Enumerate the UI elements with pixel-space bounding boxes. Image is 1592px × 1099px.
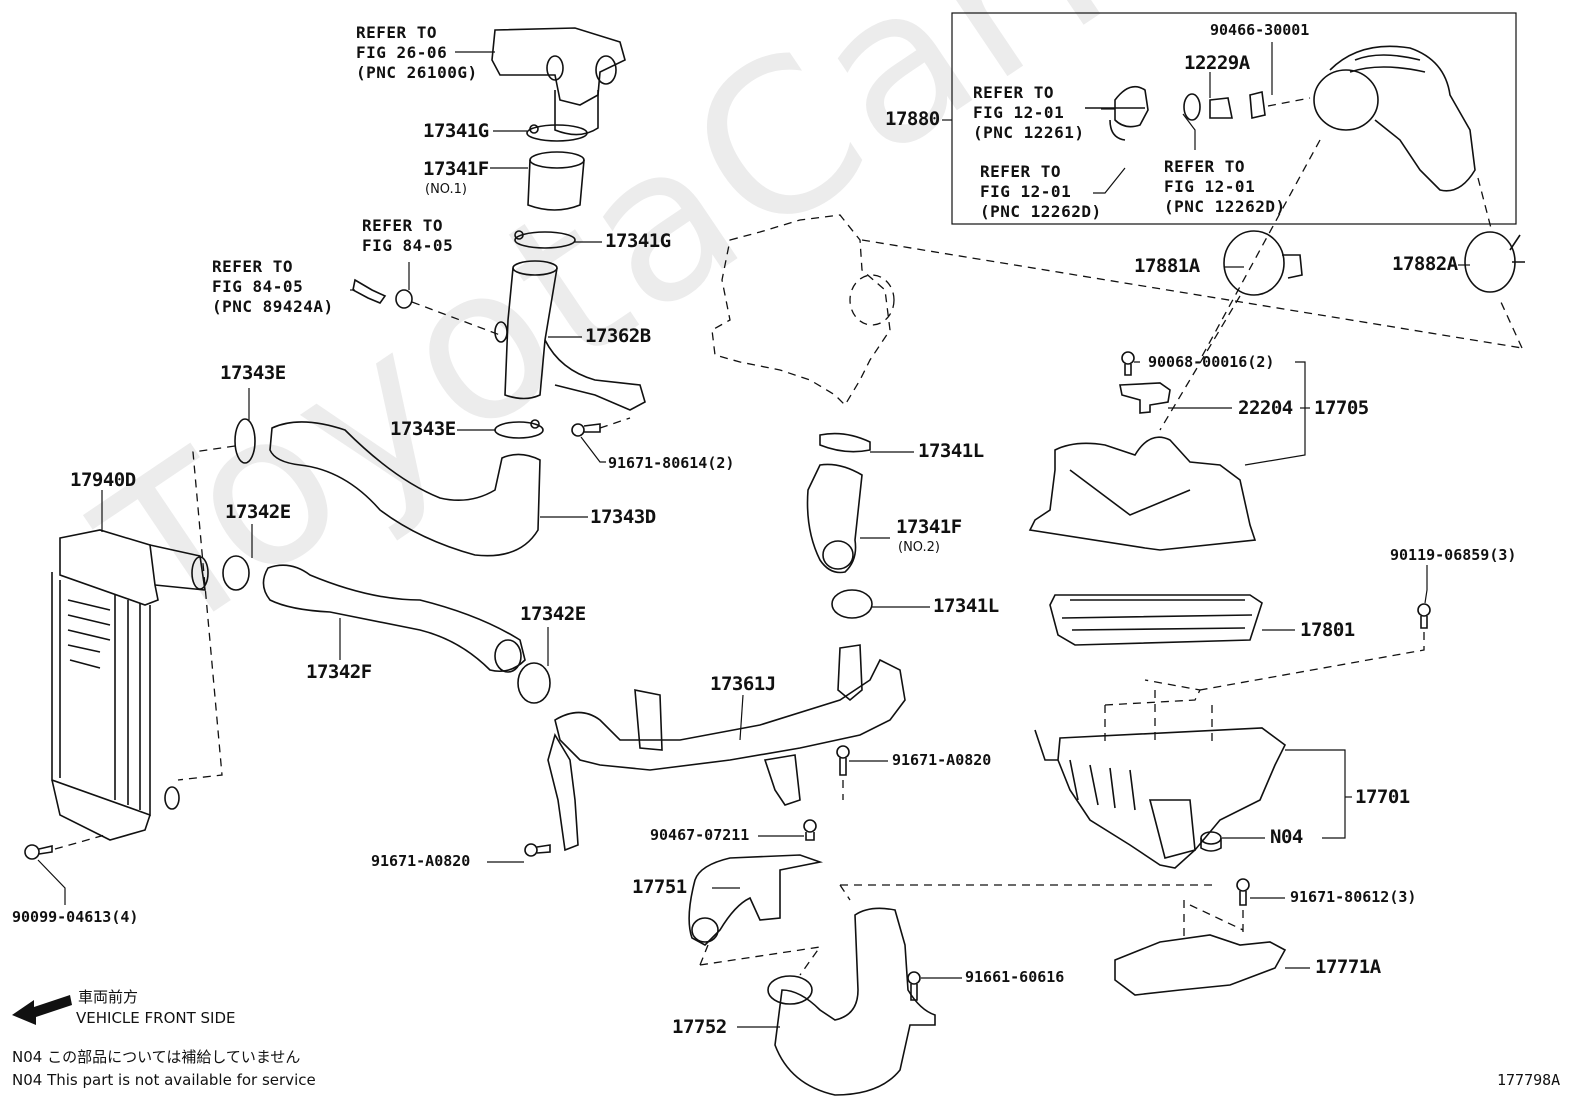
part-label-17751[interactable]: 17751: [632, 876, 687, 898]
intercooler-17940D: [51, 529, 209, 841]
clamp-17341L-top: [819, 432, 871, 453]
clamp-17342E-mid: [517, 662, 551, 704]
part-label-17705[interactable]: 17705: [1314, 397, 1369, 419]
bolt-91661-60616: [907, 971, 921, 1001]
part-label-12229A[interactable]: 12229A: [1184, 52, 1250, 74]
part-label-N04[interactable]: N04: [1270, 826, 1303, 848]
part-sublabel-no1: (NO.1): [425, 182, 467, 197]
turbocharger-outline: [711, 214, 1523, 407]
part-label-17341G-top[interactable]: 17341G: [423, 120, 489, 142]
clamp-17341L-bot: [831, 589, 873, 619]
group-box-17880: [951, 12, 1517, 225]
part-label-17341F-no1[interactable]: 17341F: [423, 158, 489, 180]
nut-90467-07211: [803, 819, 817, 841]
part-label-22204[interactable]: 22204: [1238, 397, 1293, 419]
part-label-17771A[interactable]: 17771A: [1315, 956, 1381, 978]
part-label-90099-04613[interactable]: 90099-04613(4): [12, 908, 139, 926]
part-label-17342E-mid[interactable]: 17342E: [520, 603, 586, 625]
vehicle-front-arrow: [12, 995, 72, 1025]
part-label-91671-A0820-left[interactable]: 91671-A0820: [371, 852, 471, 870]
part-label-17341L-top[interactable]: 17341L: [918, 440, 984, 462]
part-sublabel-no2: (NO.2): [898, 540, 940, 555]
clamp-17342E-left: [222, 555, 250, 591]
part-label-17880[interactable]: 17880: [885, 108, 940, 130]
reference-fig-84-05-sensor[interactable]: REFER TO FIG 84-05 (PNC 89424A): [212, 257, 334, 316]
part-label-90467-07211[interactable]: 90467-07211: [650, 826, 750, 844]
reference-fig-12-01-pnc-12262d-left[interactable]: REFER TO FIG 12-01 (PNC 12262D): [980, 162, 1102, 221]
duct-17751: [688, 854, 824, 946]
hose-17341F-no1: [527, 151, 585, 211]
airbox-case-17701: [1034, 679, 1287, 869]
part-label-17342E-left[interactable]: 17342E: [225, 501, 291, 523]
part-label-91671-80614[interactable]: 91671-80614(2): [608, 454, 735, 472]
note-n04-japanese: N04 この部品については補給していません: [12, 1048, 301, 1066]
reference-fig-12-01-pnc-12261[interactable]: REFER TO FIG 12-01 (PNC 12261): [973, 83, 1085, 142]
direction-label-japanese: 車両前方: [78, 988, 139, 1006]
pipe-17362B: [494, 260, 646, 411]
part-label-17362B[interactable]: 17362B: [585, 325, 651, 347]
direction-label-english: VEHICLE FRONT SIDE: [76, 1009, 236, 1027]
bolt-90099-04613: [24, 844, 53, 860]
part-label-17343D[interactable]: 17343D: [590, 506, 656, 528]
part-label-17361J[interactable]: 17361J: [710, 673, 776, 695]
bracket-17771A: [1114, 934, 1287, 996]
part-label-90068-00016[interactable]: 90068-00016(2): [1148, 353, 1275, 371]
part-label-90466-30001[interactable]: 90466-30001: [1210, 21, 1310, 39]
hose-17341F-no2: [806, 463, 863, 574]
part-label-17341L-bot[interactable]: 17341L: [933, 595, 999, 617]
part-label-17940D[interactable]: 17940D: [70, 469, 136, 491]
reference-fig-12-01-pnc-12262d-right[interactable]: REFER TO FIG 12-01 (PNC 12262D): [1164, 157, 1286, 216]
clamp-17881A: [1223, 230, 1285, 296]
intake-hose-17880-illustration: [1085, 45, 1476, 192]
part-label-17882A[interactable]: 17882A: [1392, 253, 1458, 275]
screw-90068-00016: [1121, 351, 1135, 376]
part-label-90119-06859[interactable]: 90119-06859(3): [1390, 546, 1517, 564]
clamp-17343E-left: [234, 418, 256, 464]
duct-17752: [774, 907, 936, 1096]
part-label-17341F-no2[interactable]: 17341F: [896, 516, 962, 538]
part-label-91661-60616[interactable]: 91661-60616: [965, 968, 1065, 986]
part-label-91671-80612[interactable]: 91671-80612(3): [1290, 888, 1417, 906]
airbox-cover-17705: [1028, 436, 1257, 551]
part-label-17341G-mid[interactable]: 17341G: [605, 230, 671, 252]
bolt-91671-80612: [1236, 878, 1250, 906]
hose-17343D: [269, 421, 541, 557]
part-label-17343E-mid[interactable]: 17343E: [390, 418, 456, 440]
part-label-17701[interactable]: 17701: [1355, 786, 1410, 808]
part-label-91671-A0820-right[interactable]: 91671-A0820: [892, 751, 992, 769]
throttle-body-illustration: [491, 27, 626, 136]
figure-id: 177798A: [1497, 1071, 1561, 1089]
bolt-90119-06859: [1417, 603, 1431, 629]
reference-fig-84-05-gasket[interactable]: REFER TO FIG 84-05: [362, 216, 454, 255]
clamp-17341G-mid: [514, 231, 576, 249]
part-label-17343E-left[interactable]: 17343E: [220, 362, 286, 384]
reference-fig-26-06[interactable]: REFER TO FIG 26-06 (PNC 26100G): [356, 23, 478, 82]
bolt-91671-A0820-left: [524, 843, 551, 857]
part-label-17801[interactable]: 17801: [1300, 619, 1355, 641]
part-label-17752[interactable]: 17752: [672, 1016, 727, 1038]
part-label-17881A[interactable]: 17881A: [1134, 255, 1200, 277]
note-n04-english: N04 This part is not available for servi…: [12, 1071, 316, 1089]
pipe-17361J: [547, 644, 906, 852]
sensor-22204: [1119, 382, 1171, 414]
hose-17342F: [262, 564, 526, 673]
bolt-91671-A0820-right: [836, 745, 850, 776]
part-label-17342F[interactable]: 17342F: [306, 661, 372, 683]
clamp-17341G-top: [526, 124, 588, 142]
air-filter-17801: [1049, 594, 1263, 646]
